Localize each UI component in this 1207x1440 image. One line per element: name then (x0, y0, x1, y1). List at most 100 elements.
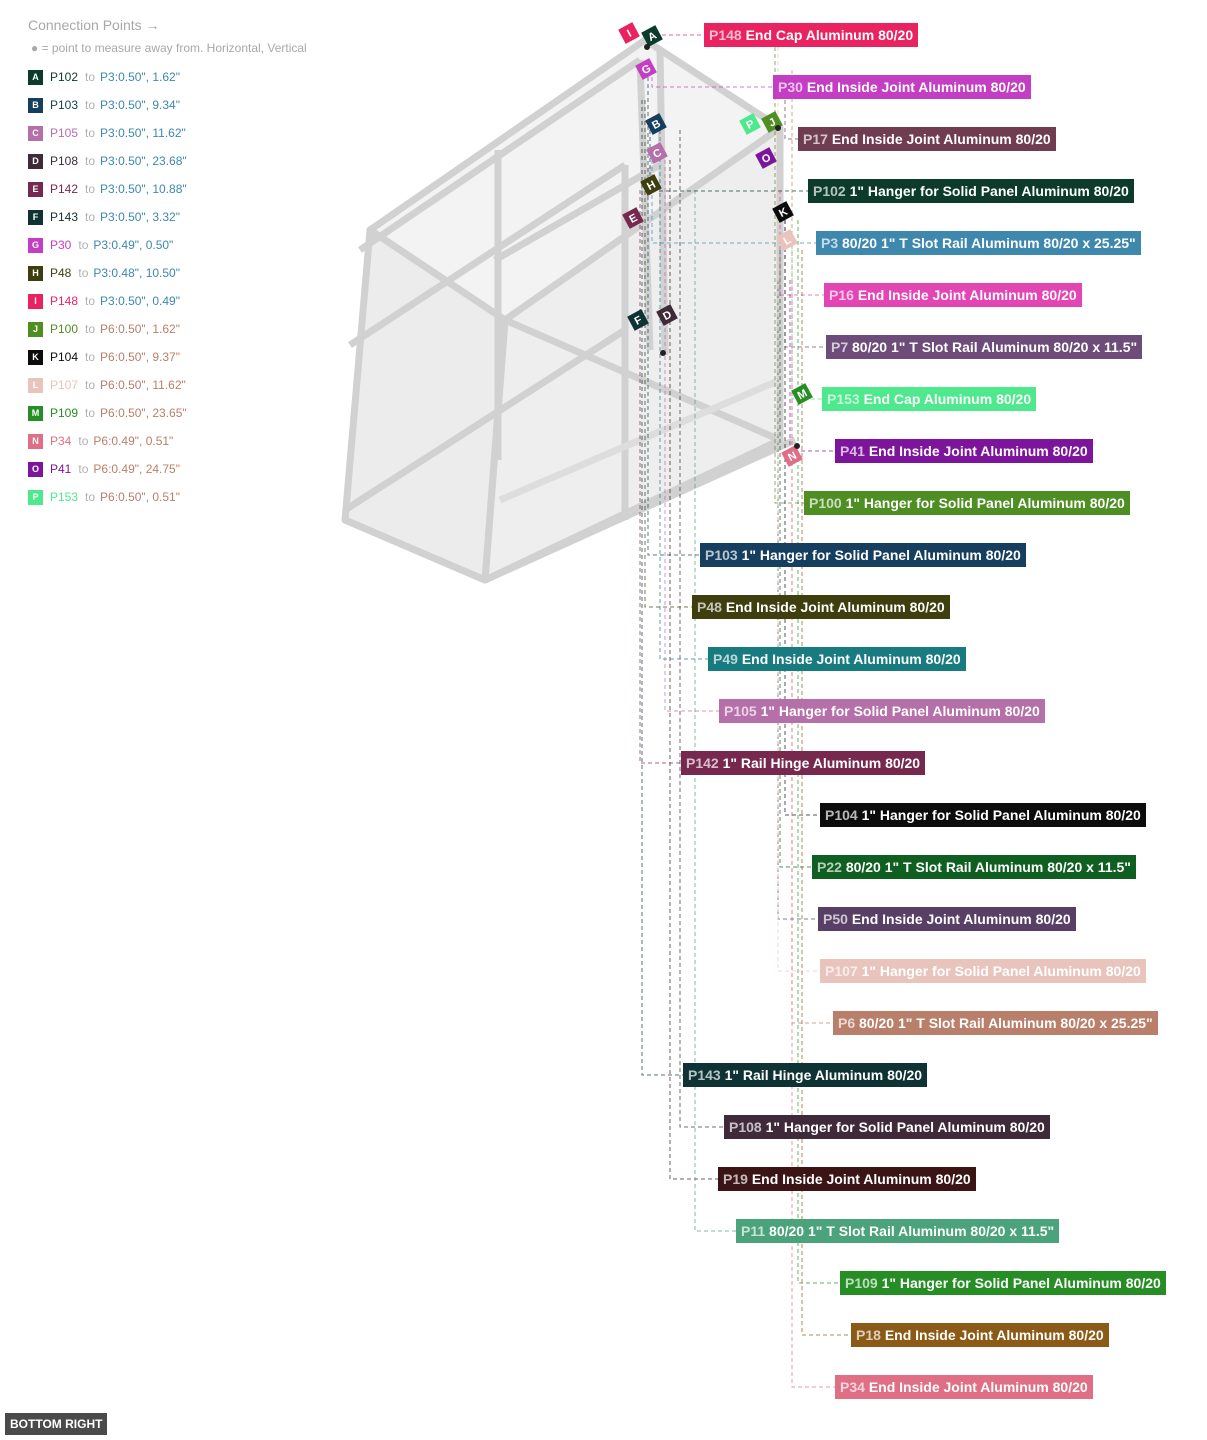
part-label[interactable]: P34 End Inside Joint Aluminum 80/20 (835, 1375, 1093, 1399)
legend-badge: K (28, 349, 43, 365)
connector-line (644, 100, 692, 608)
part-label[interactable]: P102 1" Hanger for Solid Panel Aluminum … (808, 179, 1134, 203)
legend-target: P6 (93, 434, 109, 448)
connection-marker-badge (772, 201, 794, 223)
part-label[interactable]: P3 80/20 1" T Slot Rail Aluminum 80/20 x… (816, 231, 1141, 255)
legend-part-id: P108 (50, 154, 79, 168)
legend-colon: : (114, 182, 119, 196)
part-label[interactable]: P109 1" Hanger for Solid Panel Aluminum … (840, 1271, 1166, 1295)
part-label[interactable]: P22 80/20 1" T Slot Rail Aluminum 80/20 … (812, 855, 1136, 879)
part-label-id: P3 (821, 235, 839, 251)
legend-to-word: to (85, 378, 96, 392)
part-label-name: 1" Hanger for Solid Panel Aluminum 80/20 (760, 703, 1040, 719)
legend-part-id: P109 (50, 406, 79, 420)
legend-part-id: P103 (50, 98, 79, 112)
legend-part-id: P104 (50, 350, 79, 364)
legend-measurement: 0.50", 1.62" (118, 322, 180, 336)
part-label[interactable]: P7 80/20 1" T Slot Rail Aluminum 80/20 x… (826, 335, 1143, 359)
connection-marker[interactable]: K (772, 201, 794, 223)
connection-marker[interactable]: F (627, 309, 649, 331)
connection-marker-letter: L (782, 234, 794, 248)
part-label-id: P103 (705, 547, 738, 563)
legend-measurement: 0.50", 10.88" (118, 182, 187, 196)
legend-badge: L (28, 377, 43, 393)
part-label[interactable]: P142 1" Rail Hinge Aluminum 80/20 (681, 751, 926, 775)
legend-target: P3 (93, 238, 109, 252)
connector-line (791, 250, 822, 400)
connection-marker[interactable]: H (640, 174, 662, 196)
connector-line (664, 160, 719, 712)
legend-target: P6 (100, 490, 115, 504)
connection-marker[interactable]: O (755, 147, 777, 169)
connection-marker[interactable]: M (791, 383, 813, 405)
connector-line (669, 160, 718, 1180)
part-label[interactable]: P19 End Inside Joint Aluminum 80/20 (718, 1167, 976, 1191)
part-label[interactable]: P153 End Cap Aluminum 80/20 (822, 387, 1037, 411)
connection-marker[interactable]: P (739, 113, 761, 135)
legend-target: P6 (93, 462, 109, 476)
connector-line (651, 70, 773, 88)
part-label[interactable]: P143 1" Rail Hinge Aluminum 80/20 (683, 1063, 928, 1087)
connection-marker[interactable]: G (635, 58, 657, 80)
legend-badge: D (28, 153, 43, 169)
connection-marker-badge (645, 113, 667, 135)
part-label-id: P6 (838, 1015, 856, 1031)
legend-part-id: P107 (50, 378, 79, 392)
part-label[interactable]: P49 End Inside Joint Aluminum 80/20 (708, 647, 966, 671)
part-label[interactable]: P18 End Inside Joint Aluminum 80/20 (851, 1323, 1109, 1347)
part-label[interactable]: P104 1" Hanger for Solid Panel Aluminum … (820, 803, 1146, 827)
connection-marker-badge (646, 142, 668, 164)
part-label-name: End Inside Joint Aluminum 80/20 (806, 79, 1026, 95)
part-label-name: End Inside Joint Aluminum 80/20 (751, 1171, 971, 1187)
legend-colon: : (114, 126, 119, 140)
part-label[interactable]: P107 1" Hanger for Solid Panel Aluminum … (820, 959, 1146, 983)
legend-badge: O (28, 461, 43, 477)
legend-badge: H (28, 265, 43, 281)
legend-badge: A (28, 69, 43, 85)
connection-marker-badge (791, 383, 813, 405)
part-label-name: 1" Hanger for Solid Panel Aluminum 80/20 (849, 183, 1129, 199)
connection-marker[interactable]: N (781, 445, 803, 467)
legend-measurement: 0.50", 11.62" (118, 126, 186, 140)
part-label[interactable]: P17 End Inside Joint Aluminum 80/20 (798, 127, 1056, 151)
part-label[interactable]: P148 End Cap Aluminum 80/20 (704, 23, 919, 47)
part-label[interactable]: P11 80/20 1" T Slot Rail Aluminum 80/20 … (736, 1219, 1060, 1243)
legend-measurement: 0.50", 1.62" (118, 70, 180, 84)
connection-marker[interactable]: E (622, 207, 644, 229)
legend-target: P6 (100, 378, 115, 392)
part-label-name: 1" Rail Hinge Aluminum 80/20 (724, 1067, 923, 1083)
part-label[interactable]: P6 80/20 1" T Slot Rail Aluminum 80/20 x… (833, 1011, 1158, 1035)
part-label-name: End Inside Joint Aluminum 80/20 (884, 1327, 1104, 1343)
legend-to-word: to (85, 350, 96, 364)
part-label[interactable]: P108 1" Hanger for Solid Panel Aluminum … (724, 1115, 1050, 1139)
connection-marker[interactable]: B (645, 113, 667, 135)
part-label[interactable]: P41 End Inside Joint Aluminum 80/20 (835, 439, 1093, 463)
legend-title: Connection Points → (28, 17, 160, 33)
part-label[interactable]: P50 End Inside Joint Aluminum 80/20 (818, 907, 1076, 931)
legend-to-word: to (85, 154, 96, 168)
connection-marker-badge (739, 113, 761, 135)
legend-measurement: 0.49", 0.50" (111, 238, 174, 252)
part-label[interactable]: P100 1" Hanger for Solid Panel Aluminum … (804, 491, 1130, 515)
part-label[interactable]: P48 End Inside Joint Aluminum 80/20 (692, 595, 950, 619)
connection-marker[interactable]: D (656, 304, 678, 326)
part-label-id: P143 (688, 1067, 721, 1083)
part-label-name: 1" Hanger for Solid Panel Aluminum 80/20 (741, 547, 1021, 563)
part-label[interactable]: P30 End Inside Joint Aluminum 80/20 (773, 75, 1031, 99)
connection-marker[interactable]: C (646, 142, 668, 164)
connection-marker[interactable]: L (776, 229, 798, 251)
connection-marker[interactable]: A (641, 25, 663, 47)
legend-badge: G (28, 237, 43, 253)
connector-line (679, 130, 724, 1128)
legend-badge: M (28, 405, 43, 421)
connection-marker[interactable]: I (618, 22, 640, 44)
view-bottom-right-button[interactable]: BOTTOM RIGHT (5, 1413, 108, 1435)
part-label[interactable]: P105 1" Hanger for Solid Panel Aluminum … (719, 699, 1045, 723)
part-label[interactable]: P103 1" Hanger for Solid Panel Aluminum … (700, 543, 1026, 567)
part-label-id: P18 (856, 1327, 881, 1343)
part-label-name: 1" Hanger for Solid Panel Aluminum 80/20 (765, 1119, 1045, 1135)
part-label[interactable]: P16 End Inside Joint Aluminum 80/20 (824, 283, 1082, 307)
